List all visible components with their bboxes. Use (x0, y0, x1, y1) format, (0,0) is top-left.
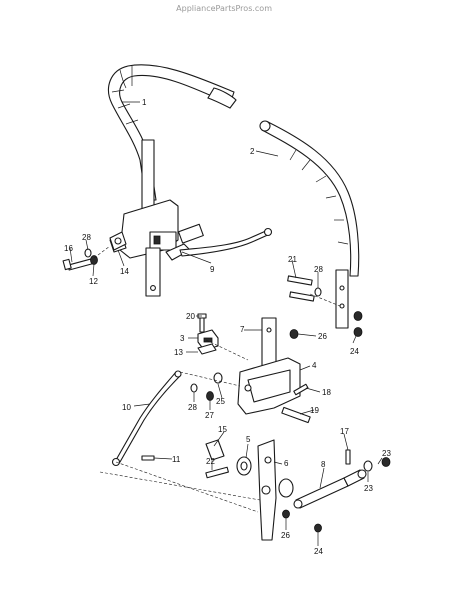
pin-17[interactable] (345, 449, 351, 465)
nut-26-middle[interactable] (289, 329, 299, 339)
callout-28a: 28 (82, 233, 91, 242)
callout-21: 21 (288, 255, 297, 264)
main-bracket-4[interactable] (237, 357, 301, 415)
handle-2-grip-bands (289, 149, 349, 245)
callout-20: 20 (186, 312, 195, 321)
damper-8[interactable] (293, 469, 367, 509)
right-control-handle[interactable] (259, 120, 360, 329)
nut-23[interactable] (381, 457, 391, 467)
callout-14: 14 (120, 267, 129, 276)
spacer-lower[interactable] (278, 478, 294, 498)
washer-28-lower[interactable] (190, 383, 198, 393)
callout-12: 12 (89, 277, 98, 286)
callout-24b: 24 (314, 547, 323, 556)
lever-arm-6[interactable] (257, 439, 277, 541)
callout-22: 22 (206, 457, 215, 466)
callout-11: 11 (172, 455, 181, 464)
washer-28-left[interactable] (84, 248, 92, 258)
spacer-15[interactable] (205, 439, 225, 461)
callout-28c: 28 (188, 403, 197, 412)
upper-link-rod[interactable] (178, 223, 273, 257)
nut-26-right[interactable] (353, 311, 363, 321)
callout-labels: 1 2 9 28 16 12 14 21 28 24 20 3 13 7 26 … (64, 98, 391, 556)
bushing-14[interactable] (109, 231, 127, 251)
bolt-19[interactable] (281, 406, 311, 424)
callout-25: 25 (216, 397, 225, 406)
nut-27[interactable] (206, 391, 214, 401)
callout-7: 7 (240, 325, 245, 334)
bolt-16[interactable] (62, 257, 95, 271)
callout-23a: 23 (382, 449, 391, 458)
callout-16: 16 (64, 244, 73, 253)
callout-3: 3 (180, 334, 185, 343)
callout-8: 8 (321, 460, 326, 469)
callout-4: 4 (312, 361, 317, 370)
callout-15: 15 (218, 425, 227, 434)
callout-26a: 26 (318, 332, 327, 341)
screw-18[interactable] (293, 383, 309, 396)
watermark: AppliancePartsPros.com (176, 4, 272, 13)
clip-13[interactable] (197, 343, 217, 355)
washer-28-right[interactable] (314, 287, 322, 297)
callout-1: 1 (142, 98, 147, 107)
nut-26-lower[interactable] (282, 509, 290, 519)
left-control-handle[interactable] (108, 64, 237, 211)
bolt-21-pair[interactable] (287, 275, 315, 302)
lower-link-rod-10[interactable] (111, 370, 182, 467)
callout-6: 6 (284, 459, 289, 468)
bolt-22[interactable] (205, 466, 229, 479)
callout-18: 18 (322, 388, 331, 397)
bushing-5[interactable] (236, 456, 252, 476)
upper-bracket-assembly[interactable] (109, 199, 191, 297)
handle-1-grip-bands (111, 66, 139, 125)
nut-12[interactable] (90, 255, 98, 265)
pin-20[interactable] (197, 313, 207, 333)
callout-9: 9 (210, 265, 215, 274)
callout-27: 27 (205, 411, 214, 420)
callout-24a: 24 (350, 347, 359, 356)
pin-11[interactable] (141, 455, 155, 461)
callout-2: 2 (250, 147, 255, 156)
callout-19: 19 (310, 406, 319, 415)
callout-23b: 23 (364, 484, 373, 493)
callout-28b: 28 (314, 265, 323, 274)
washer-23[interactable] (363, 460, 373, 472)
nut-24-lower[interactable] (314, 523, 322, 533)
callout-26b: 26 (281, 531, 290, 540)
nut-24-right[interactable] (353, 327, 363, 337)
callout-5: 5 (246, 435, 251, 444)
assembly-guide-lines (93, 245, 341, 513)
callout-13: 13 (174, 348, 183, 357)
leader-lines (69, 101, 383, 546)
callout-17: 17 (340, 427, 349, 436)
callout-10: 10 (122, 403, 131, 412)
